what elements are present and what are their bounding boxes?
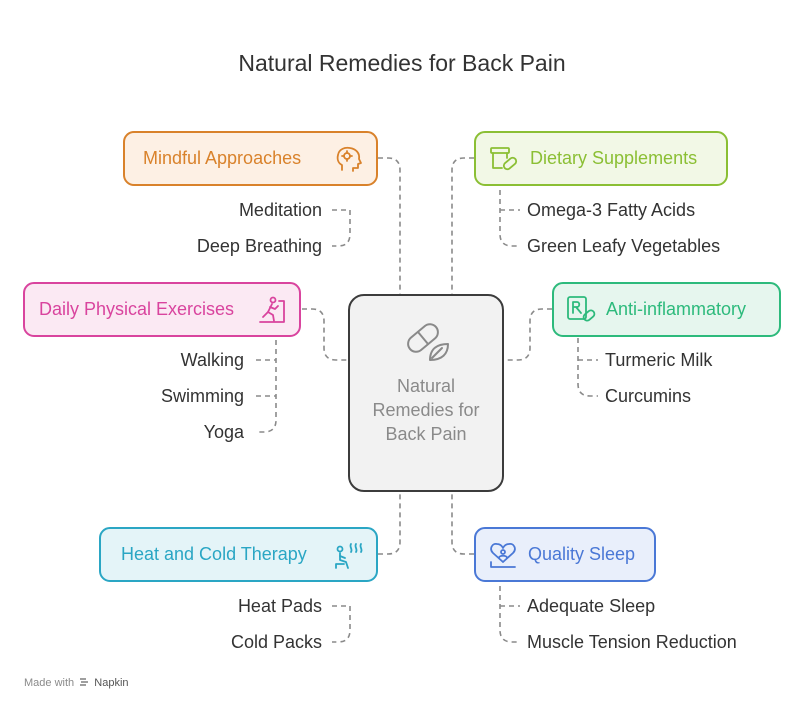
category-label: Heat and Cold Therapy	[121, 544, 307, 564]
made-with-label: Made with	[24, 677, 75, 689]
list-item: Green Leafy Vegetables	[527, 236, 721, 256]
category-dietary-supplements: Dietary Supplements	[474, 131, 728, 186]
napkin-brand-label: Napkin	[94, 677, 129, 689]
heat-therapy-icon	[335, 542, 363, 569]
diagram-title: Natural Remedies for Back Pain	[238, 50, 566, 76]
prescription-icon	[567, 295, 596, 322]
category-label: Mindful Approaches	[143, 148, 302, 168]
exercise-person-icon	[259, 296, 285, 323]
list-item: Adequate Sleep	[527, 596, 656, 616]
category-anti-inflammatory: Anti-inflammatory	[552, 282, 781, 337]
category-quality-sleep: Quality Sleep	[474, 527, 656, 582]
category-label: Dietary Supplements	[530, 148, 698, 168]
central-topic-label: Natural Remedies for Back Pain	[372, 376, 480, 444]
list-item: Deep Breathing	[196, 236, 322, 256]
list-item: Heat Pads	[237, 596, 322, 616]
list-item: Cold Packs	[230, 632, 322, 652]
list-item: Yoga	[203, 422, 244, 442]
category-label: Daily Physical Exercises	[39, 299, 235, 319]
category-daily-physical-exercises: Daily Physical Exercises	[23, 282, 301, 337]
footer-attribution: Made with Napkin	[24, 677, 129, 689]
category-heat-and-cold-therapy: Heat and Cold Therapy	[99, 527, 378, 582]
list-item: Walking	[180, 350, 244, 370]
category-mindful-approaches: Mindful Approaches	[123, 131, 378, 186]
category-label: Quality Sleep	[528, 544, 636, 564]
list-item: Omega-3 Fatty Acids	[527, 200, 696, 220]
list-item: Swimming	[160, 386, 244, 406]
head-mind-icon	[336, 146, 362, 172]
pill-leaf-icon	[407, 323, 449, 361]
napkin-logo-icon	[80, 678, 89, 686]
category-label: Anti-inflammatory	[606, 299, 747, 319]
supplement-bottle-icon	[490, 146, 518, 170]
list-item: Meditation	[238, 200, 322, 220]
sleep-heart-icon	[490, 542, 516, 568]
list-item: Muscle Tension Reduction	[527, 632, 737, 652]
central-topic-node: Natural Remedies for Back Pain	[348, 294, 504, 492]
list-item: Curcumins	[605, 386, 692, 406]
list-item: Turmeric Milk	[605, 350, 713, 370]
